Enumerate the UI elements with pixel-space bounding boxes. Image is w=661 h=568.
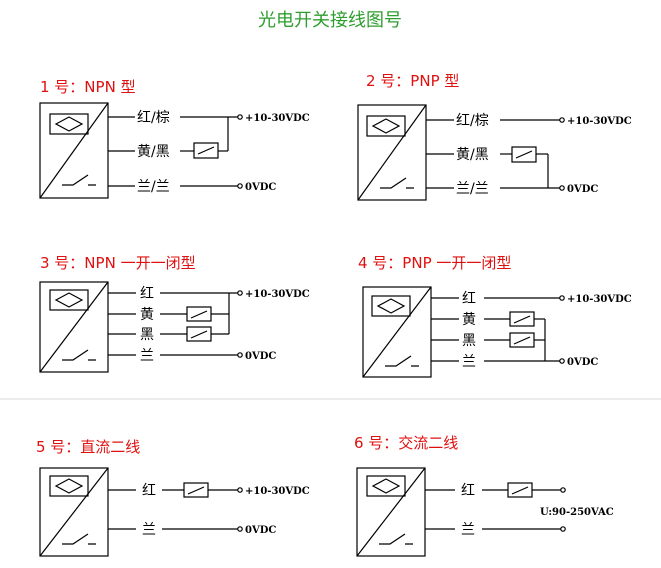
diagram-ac-two-wire: 6 号：交流二线 红 兰 U:90-250VAC <box>354 434 614 557</box>
terminal-icon <box>237 114 243 120</box>
wire-label: 兰 <box>140 348 154 364</box>
switch-contact-icon <box>385 355 419 367</box>
terminal-icon <box>559 295 565 301</box>
terminal-icon <box>237 352 243 358</box>
wire-label: 红 <box>461 483 475 499</box>
terminal-voltage: +10-30VDC <box>567 116 632 127</box>
terminal-icon <box>560 526 566 532</box>
terminal-voltage: 0VDC <box>567 357 598 368</box>
wire-label: 黄/黑 <box>456 146 489 163</box>
lens-icon <box>54 116 84 132</box>
lens-icon <box>54 292 84 308</box>
page-title: 光电开关接线图号 <box>258 10 402 31</box>
wire-label: 兰 <box>462 354 476 370</box>
sensor-body <box>356 467 426 557</box>
switch-contact-icon <box>62 533 96 545</box>
switch-contact-icon <box>380 177 414 189</box>
terminal-voltage: +10-30VDC <box>245 289 310 300</box>
switch-contact-icon <box>62 174 96 186</box>
terminal-voltage: +10-30VDC <box>567 294 632 305</box>
wire-label: 红 <box>140 286 154 302</box>
terminal-icon <box>237 487 243 493</box>
supply-voltage-note: U:90-250VAC <box>540 507 614 518</box>
diagram-dc-two-wire: 5 号：直流二线 红 兰 +10-30VDC 0VDC <box>36 438 310 557</box>
terminal-icon <box>559 358 565 364</box>
wire-label: 红/棕 <box>137 110 170 126</box>
wire-label: 红 <box>142 483 156 499</box>
diagram-heading: 1 号：NPN 型 <box>40 78 136 96</box>
terminal-voltage: +10-30VDC <box>245 486 310 497</box>
lens-icon <box>54 478 84 494</box>
wire-label: 红 <box>462 291 476 307</box>
lens-icon <box>371 118 401 134</box>
diagram-heading: 2 号：PNP 型 <box>366 72 459 90</box>
terminal-icon <box>559 185 565 191</box>
wire-label: 兰/兰 <box>456 181 489 197</box>
diagram-pnp-no-nc: 4 号：PNP 一开一闭型 红 黄 黑 兰 +10-30VDC 0VDC <box>358 254 632 378</box>
sensor-body <box>39 281 109 373</box>
sensor-body <box>39 467 109 557</box>
sensor-body <box>357 104 427 201</box>
terminal-voltage: 0VDC <box>245 182 276 193</box>
diagram-pnp: 2 号：PNP 型 红/棕 黄/黑 兰/兰 +10-30VDC 0VDC <box>357 72 632 201</box>
wire-label: 黄 <box>140 306 154 323</box>
wire-label: 兰 <box>142 522 156 538</box>
diagram-heading: 3 号：NPN 一开一闭型 <box>40 254 196 272</box>
terminal-icon <box>237 183 243 189</box>
wire-label: 黑 <box>140 327 154 343</box>
wire-label: 黄 <box>462 311 476 328</box>
switch-contact-icon <box>379 533 413 545</box>
terminal-voltage: 0VDC <box>245 351 276 362</box>
wire-label: 兰 <box>461 522 475 538</box>
sensor-body <box>39 102 109 199</box>
wire-label: 兰/兰 <box>137 179 170 195</box>
diagram-npn: 1 号：NPN 型 红/棕 黄/黑 兰/兰 +10-30VDC 0VDC <box>39 78 310 199</box>
lens-icon <box>371 478 401 494</box>
terminal-icon <box>560 487 566 493</box>
terminal-icon <box>237 526 243 532</box>
diagram-npn-no-nc: 3 号：NPN 一开一闭型 红 黄 黑 兰 +10-30VDC 0VDC <box>39 254 310 373</box>
wire-label: 黑 <box>462 333 476 349</box>
terminal-icon <box>559 117 565 123</box>
terminal-voltage: +10-30VDC <box>245 113 310 124</box>
lens-icon <box>376 298 406 314</box>
terminal-icon <box>237 290 243 296</box>
wire-label: 黄/黑 <box>137 143 170 160</box>
switch-contact-icon <box>62 349 96 361</box>
sensor-body <box>362 286 432 378</box>
diagram-heading: 4 号：PNP 一开一闭型 <box>358 254 511 272</box>
diagram-heading: 6 号：交流二线 <box>354 434 458 452</box>
terminal-voltage: 0VDC <box>245 525 276 536</box>
terminal-voltage: 0VDC <box>567 184 598 195</box>
wire-label: 红/棕 <box>456 113 489 129</box>
diagram-heading: 5 号：直流二线 <box>36 438 140 456</box>
